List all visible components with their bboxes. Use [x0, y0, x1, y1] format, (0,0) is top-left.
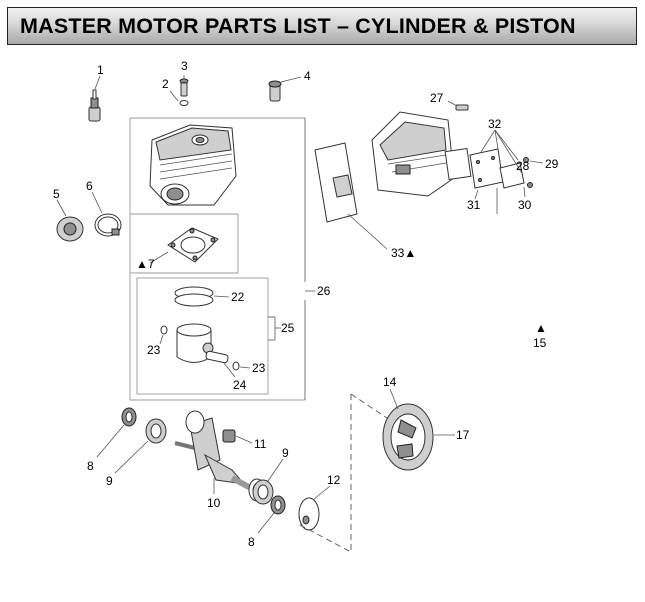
callout-28: 28	[516, 159, 530, 173]
bearing-9-right-part	[252, 458, 284, 505]
callout-8-left: 8	[87, 459, 94, 473]
callout-33: 33▲	[391, 246, 416, 260]
washer-12-part	[298, 485, 331, 531]
piston-pin-part	[205, 350, 251, 378]
screw-washer-part	[169, 75, 189, 106]
piston-rings-part	[174, 286, 230, 307]
cover-plate-part	[499, 157, 533, 189]
muffler-part	[371, 111, 472, 197]
cylinder-gasket-part	[149, 227, 219, 264]
callout-12: 12	[327, 473, 341, 487]
callout-8-right: 8	[248, 535, 255, 549]
callout-9-left: 9	[106, 474, 113, 488]
title-bar: MASTER MOTOR PARTS LIST – CYLINDER & PIS…	[7, 7, 637, 45]
callout-23-left: 23	[147, 343, 161, 357]
spark-plug-part	[88, 75, 101, 122]
callout-15: 15	[533, 336, 547, 350]
page-title: MASTER MOTOR PARTS LIST – CYLINDER & PIS…	[20, 14, 576, 38]
crankshaft-part	[174, 410, 266, 502]
gasket-box	[130, 213, 239, 274]
callout-17: 17	[456, 428, 470, 442]
callout-2: 2	[162, 77, 169, 91]
callout-23-right: 23	[252, 361, 266, 375]
seal-8-right-part	[257, 495, 286, 534]
assembly-centre-line	[299, 394, 352, 553]
callout-24: 24	[233, 378, 247, 392]
callout-22: 22	[231, 290, 245, 304]
callout-29: 29	[545, 157, 559, 171]
callout-32: 32	[488, 117, 502, 131]
exhaust-gasket-part	[314, 142, 388, 250]
decomp-valve-part	[268, 76, 302, 102]
spark-arrestor-part	[469, 148, 504, 189]
needle-bearing-part	[222, 429, 253, 444]
callout-14: 14	[383, 375, 397, 389]
screw-27-part	[447, 100, 469, 111]
callout-25: 25	[281, 321, 295, 335]
callout-1: 1	[97, 63, 104, 77]
callout-27: 27	[430, 91, 444, 105]
hose-clamp-part	[91, 191, 122, 237]
callout-9-right: 9	[282, 446, 289, 460]
group-box-26	[129, 117, 305, 401]
cylinder-part	[149, 124, 237, 206]
callout-7: ▲7	[136, 257, 155, 271]
callout-3: 3	[181, 59, 188, 73]
callout-6: 6	[86, 179, 93, 193]
piston-group-box	[136, 277, 269, 395]
callout-26: 26	[317, 284, 331, 298]
callout-31: 31	[467, 198, 481, 212]
callout-30: 30	[518, 198, 532, 212]
bearing-9-left-part	[114, 418, 167, 474]
callout-5: 5	[53, 187, 60, 201]
piston-part	[159, 323, 214, 363]
callout-15-marker: ▲	[535, 321, 547, 335]
callout-4: 4	[304, 69, 311, 83]
seal-8-left-part	[96, 407, 137, 458]
intake-flange-part	[56, 199, 84, 242]
callout-11: 11	[254, 437, 267, 451]
callout-10: 10	[207, 496, 221, 510]
clutch-part	[382, 388, 455, 471]
